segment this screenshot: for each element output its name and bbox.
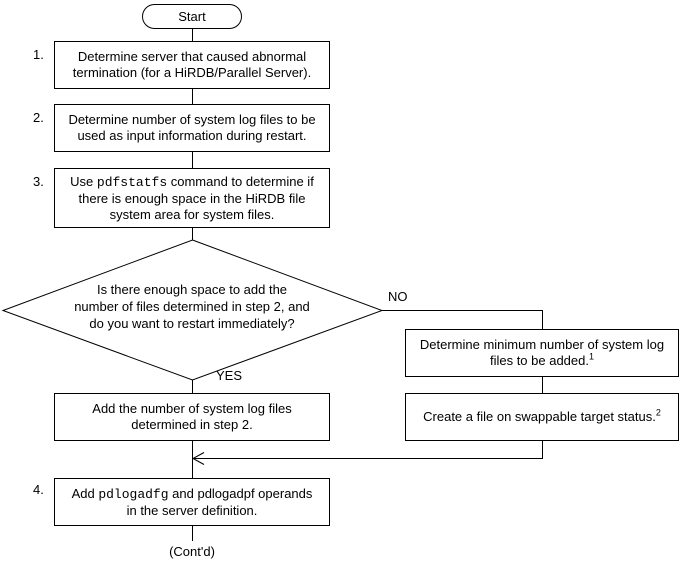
step-number-1: 1.: [33, 47, 44, 62]
contd-label: (Cont'd): [169, 544, 215, 559]
connector-create-to-merge: [194, 441, 543, 459]
step2-box: Determine number of system log files to …: [54, 104, 330, 152]
create-file-text: Create a file on swappable target status…: [423, 407, 661, 424]
connector-no-path: [382, 310, 543, 329]
start-node: Start: [142, 4, 242, 29]
start-label: Start: [178, 9, 206, 24]
step-number-2: 2.: [33, 110, 44, 125]
step2-text: Determine number of system log files to …: [68, 112, 316, 143]
step-number-3: 3.: [33, 174, 44, 189]
yes-branch-label: YES: [216, 368, 243, 383]
no-branch-label: NO: [388, 289, 408, 304]
create-file-box: Create a file on swappable target status…: [405, 393, 679, 441]
step-number-4: 4.: [33, 482, 44, 497]
